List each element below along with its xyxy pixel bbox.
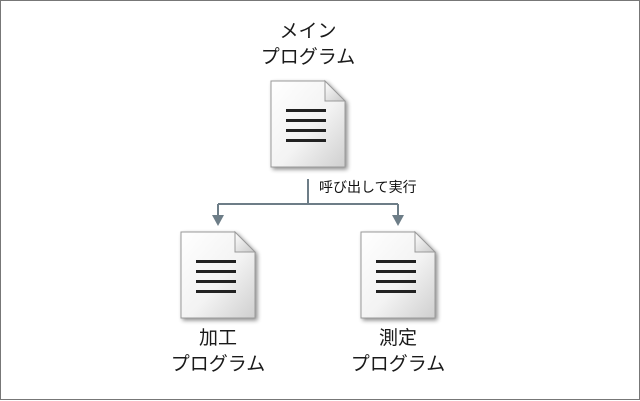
- edge-label: 呼び出して実行: [319, 180, 417, 196]
- node-measure-label: 測定 プログラム: [338, 325, 458, 377]
- node-measure-line2: プログラム: [350, 353, 446, 375]
- arrowhead-right: [392, 215, 404, 226]
- node-main-line2: プログラム: [260, 46, 356, 68]
- node-main-line1: メイン: [279, 20, 337, 42]
- node-process-label: 加工 プログラム: [158, 325, 278, 377]
- document-icon: [271, 81, 345, 167]
- node-measure-line1: 測定: [378, 327, 417, 349]
- document-icon: [181, 232, 255, 318]
- node-process-line1: 加工: [198, 327, 237, 349]
- node-process-line2: プログラム: [170, 353, 266, 375]
- connector-lines: [217, 179, 399, 216]
- arrowhead-left: [212, 215, 224, 226]
- node-main-label: メイン プログラム: [248, 18, 368, 70]
- document-icon: [361, 232, 435, 318]
